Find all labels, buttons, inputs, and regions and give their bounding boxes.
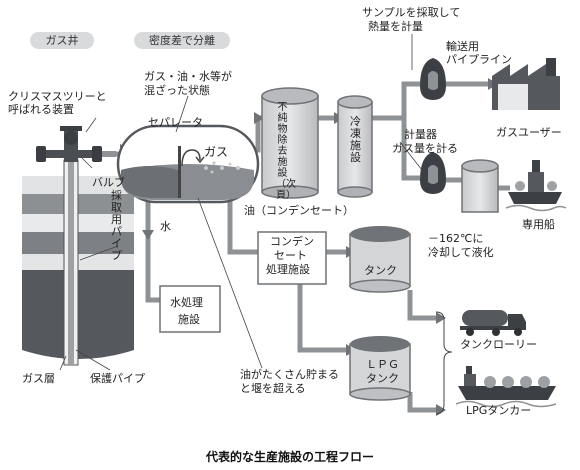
lpg-tank-label-line1: ＬＰＧ: [366, 358, 399, 371]
impurity-removal-column: [261, 87, 319, 199]
refrigeration-column: [337, 95, 373, 198]
condensate-tank: [349, 226, 411, 293]
overflow-label-line2: と堰を超える: [240, 382, 306, 395]
tag-gas-well: ガス井: [30, 32, 94, 49]
separator-label: セパレータ: [148, 116, 203, 129]
mixture-label-line2: 混ざった状態: [144, 84, 210, 97]
lpg-tanker-label: LPGタンカー: [466, 404, 532, 417]
separator-oil-label: 油（コンデンセート）: [244, 204, 354, 217]
lpg-tanker: [455, 366, 557, 408]
separator-vessel: [116, 124, 260, 204]
water-treatment-line1: 水処理: [170, 296, 203, 309]
valve-label: バルブ: [92, 176, 125, 189]
figure-caption: 代表的な生産施設の工程フロー: [205, 450, 374, 464]
water-treatment-box: [159, 285, 221, 333]
liquefaction-label-line1: －162℃に: [428, 232, 484, 245]
condensate-treatment-box: [257, 231, 327, 285]
impurity-removal-label: 不純物除去施設（次頁）: [276, 102, 296, 201]
pipeline-label-line1: 輸送用: [446, 40, 479, 53]
pipeline-label-line2: パイプライン: [446, 53, 512, 66]
lpg-tank-label-line2: タンク: [366, 372, 399, 385]
separator-water-label: 水: [160, 220, 171, 233]
condensate-tank-label: タンク: [364, 264, 397, 277]
factory-gas-user: [492, 58, 560, 110]
sampling-label-line2: 熱量を計量: [368, 20, 423, 33]
meter-label-line2: ガス量を計る: [392, 142, 458, 155]
water-treatment-line2: 施設: [178, 313, 200, 326]
protection-pipe-label: 保護パイプ: [90, 372, 145, 385]
tank-lorry: [460, 310, 526, 336]
refrigeration-label: 冷凍施設: [350, 115, 361, 164]
production-pipe-label: 採取用パイプ: [111, 189, 122, 262]
lng-tank: [461, 159, 499, 213]
christmas-tree-wellhead: [36, 126, 116, 162]
leader-lines: [59, 34, 423, 371]
gas-user-label: ガスユーザー: [496, 126, 562, 139]
well-pipe: [63, 159, 79, 366]
wellhead-label-line1: クリスマスツリーと: [8, 90, 107, 103]
sampling-label-line1: サンプルを採取して: [362, 6, 461, 19]
meter-label-line1: 計量器: [404, 128, 437, 141]
tag-density-separation: 密度差で分離: [134, 32, 230, 49]
condensate-box-line3: 処理施設: [266, 263, 310, 276]
separator-gas-label: ガス: [204, 145, 229, 159]
condensate-box-line1: コンデン: [270, 235, 314, 248]
tank-lorry-label: タンクローリー: [460, 338, 537, 351]
overflow-label-line1: 油がたくさん貯まる: [240, 368, 339, 381]
wellhead-label-line2: 呼ばれる装置: [8, 103, 74, 116]
dedicated-ship-label: 専用船: [522, 218, 555, 231]
meter-lower: [420, 152, 446, 194]
dedicated-ship: [505, 160, 567, 212]
lpg-tank: [349, 336, 411, 401]
destination-bracket: [435, 311, 453, 415]
meter-upper: [420, 58, 446, 100]
gas-layer-label: ガス層: [22, 372, 55, 385]
mixture-label-line1: ガス・油・水等が: [144, 70, 232, 83]
condensate-box-line2: セート: [274, 249, 307, 262]
liquefaction-label-line2: 冷却して液化: [428, 246, 494, 259]
